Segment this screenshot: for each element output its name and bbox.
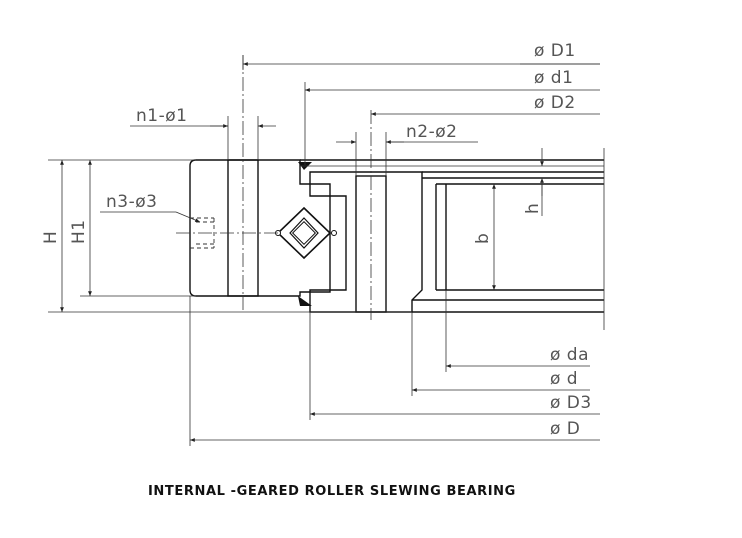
label-D2: ø D2 — [534, 93, 576, 113]
label-b: b — [473, 233, 493, 244]
label-n2: n2-ø2 — [406, 122, 457, 142]
label-H: H — [41, 231, 61, 244]
label-n3: n3-ø3 — [106, 192, 157, 212]
bottom-dimensions — [189, 290, 600, 446]
label-n1: n1-ø1 — [136, 106, 187, 126]
label-D3: ø D3 — [550, 393, 592, 413]
label-d: ø d — [550, 369, 578, 389]
hidden-thread-hole — [176, 217, 278, 249]
height-dimensions — [60, 159, 201, 312]
label-da: ø da — [550, 345, 589, 365]
inner-ring-section — [309, 171, 423, 313]
label-D: ø D — [550, 419, 580, 439]
label-H1: H1 — [69, 219, 89, 244]
roller-element — [275, 206, 337, 260]
label-D1: ø D1 — [534, 41, 576, 61]
drawing-caption: INTERNAL -GEARED ROLLER SLEWING BEARING — [148, 484, 516, 499]
tooth-dimensions — [492, 148, 544, 290]
label-d1: ø d1 — [534, 68, 573, 88]
label-h: h — [523, 203, 543, 214]
top-dimensions — [130, 55, 600, 176]
gear-teeth-region — [300, 148, 605, 330]
